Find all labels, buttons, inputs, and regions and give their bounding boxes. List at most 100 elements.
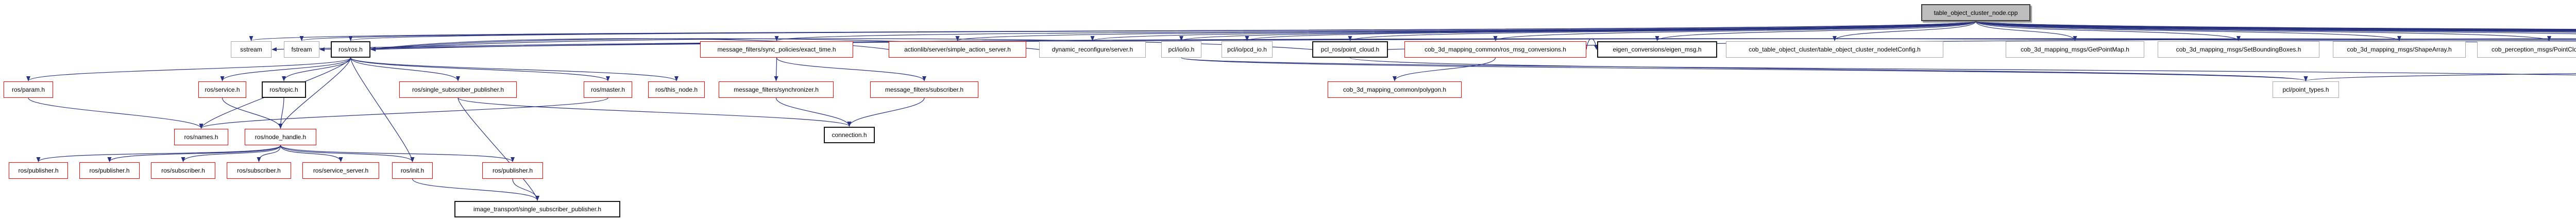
edge-root-to-set_bboxes	[1975, 21, 2241, 41]
graph-node-polygon[interactable]: cob_3d_mapping_common/polygon.h	[1328, 81, 1462, 98]
edge-ros_init-to-image_transport_ssp	[412, 178, 539, 201]
node-label: eigen_conversions/eigen_msg.h	[1613, 46, 1702, 53]
node-label: cob_3d_mapping_common/ros_msg_conversion…	[1425, 46, 1566, 53]
node-label: fstream	[291, 46, 312, 53]
node-label: ros/service.h	[205, 86, 240, 93]
node-label: actionlib/server/simple_action_server.h	[904, 46, 1011, 53]
graph-node-ros_publisher3[interactable]: ros/publisher.h	[482, 162, 543, 179]
graph-node-pcl_ros_pc[interactable]: pcl_ros/point_cloud.h	[1312, 41, 1388, 58]
edge-root-to-cob3d_rmc	[1493, 21, 1976, 41]
node-label: pcl/point_types.h	[2282, 86, 2329, 93]
graph-node-mf_synchronizer[interactable]: message_filters/synchronizer.h	[719, 81, 834, 98]
edge-extract_indices-to-pcl_point_types	[2304, 73, 2576, 81]
graph-node-pcl_pcd_io[interactable]: pcl/io/pcd_io.h	[1222, 41, 1273, 58]
graph-node-pcl_io[interactable]: pcl/io/io.h	[1161, 41, 1201, 58]
graph-node-ros_ros[interactable]: ros/ros.h	[331, 41, 370, 58]
edge-ros_node_handle-to-ros_service_server	[280, 145, 343, 162]
edge-mf_subscriber-to-connection	[847, 97, 925, 127]
graph-node-set_bboxes[interactable]: cob_3d_mapping_msgs/SetBoundingBoxes.h	[2158, 41, 2319, 58]
graph-node-ros_service_server[interactable]: ros/service_server.h	[302, 162, 379, 179]
graph-node-ros_this_node[interactable]: ros/this_node.h	[648, 81, 705, 98]
graph-node-dyn_reconf[interactable]: dynamic_reconfigure/server.h	[1039, 41, 1146, 58]
graph-node-sstream[interactable]: sstream	[231, 41, 272, 58]
edge-ros_node_handle-to-ros_publisher1	[36, 145, 281, 162]
node-label: pcl/io/pcd_io.h	[1227, 46, 1267, 53]
node-label: dynamic_reconfigure/server.h	[1052, 46, 1133, 53]
edge-cob3d_rmc-to-polygon	[1393, 57, 1496, 81]
edge-root-to-pc2_array	[1975, 21, 2551, 41]
graph-node-ros_param[interactable]: ros/param.h	[4, 81, 53, 98]
graph-node-ros_topic[interactable]: ros/topic.h	[262, 81, 306, 98]
edge-ros_node_handle-to-ros_subscriber2	[257, 145, 281, 162]
graph-node-fstream[interactable]: fstream	[284, 41, 319, 58]
graph-node-mf_exact_time[interactable]: message_filters/sync_policies/exact_time…	[700, 41, 853, 58]
node-label: ros/this_node.h	[655, 86, 698, 93]
node-label: image_transport/single_subscriber_publis…	[473, 206, 602, 213]
graph-node-ros_publisher1[interactable]: ros/publisher.h	[9, 162, 68, 179]
graph-node-ros_service[interactable]: ros/service.h	[198, 81, 246, 98]
edge-root-to-ros_ros	[349, 21, 1976, 41]
node-label: ros/service_server.h	[313, 167, 369, 174]
graph-node-ros_master[interactable]: ros/master.h	[584, 81, 632, 98]
node-label: ros/publisher.h	[18, 167, 59, 174]
graph-node-mf_subscriber[interactable]: message_filters/subscriber.h	[870, 81, 978, 98]
node-label: cob_3d_mapping_msgs/ShapeArray.h	[2347, 46, 2452, 53]
edge-ros_master-to-ros_names	[199, 97, 608, 129]
edge-ros_ros-to-ros_service	[220, 57, 351, 81]
node-label: ros/names.h	[184, 133, 218, 141]
edge-root-to-pcl_io	[1179, 21, 1976, 41]
graph-node-ros_subscriber1[interactable]: ros/subscriber.h	[151, 162, 215, 179]
graph-node-ros_publisher2[interactable]: ros/publisher.h	[79, 162, 140, 179]
node-label: ros/init.h	[400, 167, 425, 174]
node-label: cob_3d_mapping_common/polygon.h	[1343, 86, 1447, 93]
edge-pcl_ros_pc-to-pcl_point_types	[1349, 57, 2308, 81]
edge-ros_node_handle-to-ros_subscriber1	[181, 145, 281, 162]
graph-node-ros_subscriber2[interactable]: ros/subscriber.h	[227, 162, 291, 179]
edge-ros_ros-to-ros_node_handle	[278, 57, 351, 129]
edge-mf_exact_time-to-mf_synchronizer	[774, 57, 778, 81]
graph-node-shape_array[interactable]: cob_3d_mapping_msgs/ShapeArray.h	[2333, 41, 2466, 58]
graph-node-cob3d_rmc[interactable]: cob_3d_mapping_common/ros_msg_conversion…	[1404, 41, 1586, 58]
edge-root-to-pcl_conversions	[1975, 21, 2576, 30]
node-label: ros/master.h	[590, 86, 625, 93]
node-label: message_filters/subscriber.h	[885, 86, 964, 93]
edge-ros_ros-to-ros_this_node	[350, 57, 679, 81]
node-label: ros/publisher.h	[89, 167, 130, 174]
graph-node-pcl_point_types[interactable]: pcl/point_types.h	[2273, 81, 2339, 98]
node-label: connection.h	[832, 131, 867, 139]
node-label: message_filters/synchronizer.h	[734, 86, 819, 93]
node-label: table_object_cluster_node.cpp	[1934, 9, 2018, 16]
node-label: cob_3d_mapping_msgs/GetPointMap.h	[2021, 46, 2129, 53]
edge-ros_ros-to-ros_ssp	[350, 57, 460, 81]
graph-node-pc2_array[interactable]: cob_perception_msgs/PointCloud2Array.h	[2477, 41, 2576, 58]
edge-ros_service-to-ros_node_handle	[222, 97, 283, 129]
graph-node-image_transport_ssp[interactable]: image_transport/single_subscriber_publis…	[454, 201, 620, 217]
edge-root-to-pcl_ros_pc	[1348, 21, 1976, 41]
node-label: ros/single_subscriber_publisher.h	[412, 86, 504, 93]
edge-ros_ssp-to-image_transport_ssp	[457, 97, 539, 201]
edge-root-to-detection_array	[1975, 21, 2576, 33]
graph-node-get_point_map[interactable]: cob_3d_mapping_msgs/GetPointMap.h	[2006, 41, 2144, 58]
root-node-root: table_object_cluster_node.cpp	[1921, 4, 2030, 21]
graph-node-ros_node_handle[interactable]: ros/node_handle.h	[245, 129, 316, 145]
node-label: pcl/io/io.h	[1168, 46, 1195, 53]
node-label: cob_perception_msgs/PointCloud2Array.h	[2492, 46, 2576, 53]
edge-cob3d_rmc-to-eigen_msg	[1586, 38, 1598, 50]
graph-node-toc_nodelet_cfg[interactable]: cob_table_object_cluster/table_object_cl…	[1726, 41, 1943, 58]
edge-root-to-eigen_msg	[1655, 21, 1976, 41]
edge-pcl_ros_pc-to-ros_ros	[370, 38, 1313, 52]
graph-node-actionlib_sas[interactable]: actionlib/server/simple_action_server.h	[889, 41, 1026, 58]
edge-pcl_io-to-pcl_point_types	[1181, 57, 2308, 81]
graph-node-eigen_msg[interactable]: eigen_conversions/eigen_msg.h	[1597, 41, 1717, 58]
node-label: ros/publisher.h	[492, 167, 533, 174]
edge-ros_node_handle-to-ros_publisher2	[107, 145, 281, 162]
graph-node-ros_ssp[interactable]: ros/single_subscriber_publisher.h	[399, 81, 517, 98]
graph-node-connection[interactable]: connection.h	[824, 127, 875, 143]
graph-node-ros_init[interactable]: ros/init.h	[392, 162, 433, 179]
node-label: cob_table_object_cluster/table_object_cl…	[1749, 46, 1921, 53]
node-label: ros/topic.h	[269, 86, 298, 93]
graph-node-ros_names[interactable]: ros/names.h	[174, 129, 228, 145]
edge-root-to-shape_array	[1975, 21, 2401, 41]
edge-ros_ros-to-ros_init	[350, 57, 415, 162]
